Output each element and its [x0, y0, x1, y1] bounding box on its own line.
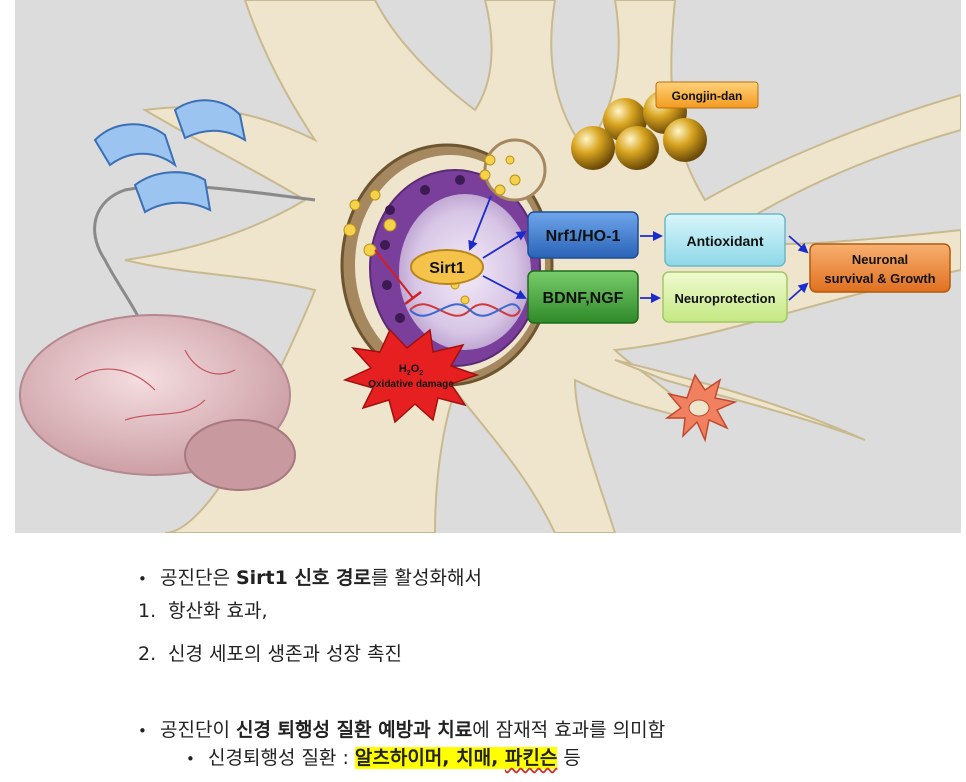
h2o2-label: H2O2: [399, 363, 423, 377]
dna-helix: [409, 303, 521, 317]
outcome-line2: survival & Growth: [824, 271, 935, 286]
inhibit-bar: [404, 291, 422, 305]
list-number: 2.: [138, 643, 157, 665]
gongjin-label-box: [655, 81, 759, 109]
nrf1-box: [527, 211, 639, 259]
oxidative-damage-burst: [342, 328, 480, 424]
sirt1-label: Sirt1: [429, 260, 465, 277]
outcome-box: [809, 243, 951, 293]
bullet-icon: •: [138, 570, 147, 588]
line1-prefix: 공진단은: [160, 567, 236, 589]
line1-bold: Sirt1 신호 경로: [235, 567, 371, 589]
parkinson-highlight: 파킨슨: [504, 747, 558, 769]
line1-suffix: 를 활성화해서: [371, 567, 482, 589]
line4-bold: 신경 퇴행성 질환 예방과 치료: [235, 719, 473, 741]
list-number: 1.: [138, 600, 157, 622]
nrf1-label: Nrf1/HO-1: [546, 228, 621, 245]
oxidative-label: Oxidative damage: [368, 379, 454, 390]
summary-line-5: • 신경퇴행성 질환 : 알츠하이머, 치매, 파킨슨 등: [186, 743, 581, 770]
sirt1-node: [410, 249, 484, 285]
gongjin-pills: [571, 90, 707, 170]
line4-suffix: 에 잠재적 효과를 의미함: [472, 719, 666, 741]
outcome-line1: Neuronal: [852, 252, 908, 267]
dendrite-right-lower: [614, 359, 866, 441]
summary-line-1: • 공진단은 Sirt1 신호 경로를 활성화해서: [138, 563, 482, 590]
line5-prefix: 신경퇴행성 질환 :: [208, 747, 355, 769]
line4-prefix: 공진단이: [160, 719, 236, 741]
myelin-sheath: [93, 99, 247, 214]
brain-illustration: [19, 314, 296, 491]
neuron-pathway-diagram: Gongjin-dan Sirt1 Nrf1/HO-1 BDNF,NGF Ant…: [15, 0, 961, 533]
line5-suffix: 등: [557, 747, 581, 769]
neuroprotection-box: [662, 271, 788, 323]
gongjin-label: Gongjin-dan: [672, 89, 743, 103]
arrow-antioxidant-outcome: [788, 235, 809, 254]
bullet-icon: •: [138, 722, 147, 740]
line2-text: 항산화 효과,: [168, 600, 268, 622]
bullet-icon: •: [186, 750, 195, 768]
inhibit-line: [374, 249, 414, 299]
summary-line-3: 2. 신경 세포의 생존과 성장 촉진: [138, 639, 402, 666]
disease-highlight: 알츠하이머, 치매,: [354, 747, 505, 769]
arrow-sirt1-bdnf: [482, 275, 527, 299]
glial-cell: [664, 373, 738, 443]
summary-line-4: • 공진단이 신경 퇴행성 질환 예방과 치료에 잠재적 효과를 의미함: [138, 715, 665, 742]
arrow-neuroprotection-outcome: [788, 282, 809, 301]
neuroprotection-label: Neuroprotection: [674, 291, 775, 306]
bdnf-box: [527, 270, 639, 324]
antioxidant-box: [664, 213, 786, 267]
arrow-particles-sirt1: [468, 195, 492, 251]
summary-line-2: 1. 항산화 효과,: [138, 596, 267, 623]
arrow-sirt1-nrf1: [482, 230, 527, 259]
antioxidant-label: Antioxidant: [687, 233, 764, 249]
bdnf-label: BDNF,NGF: [543, 290, 624, 307]
line3-text: 신경 세포의 생존과 성장 촉진: [168, 643, 402, 665]
